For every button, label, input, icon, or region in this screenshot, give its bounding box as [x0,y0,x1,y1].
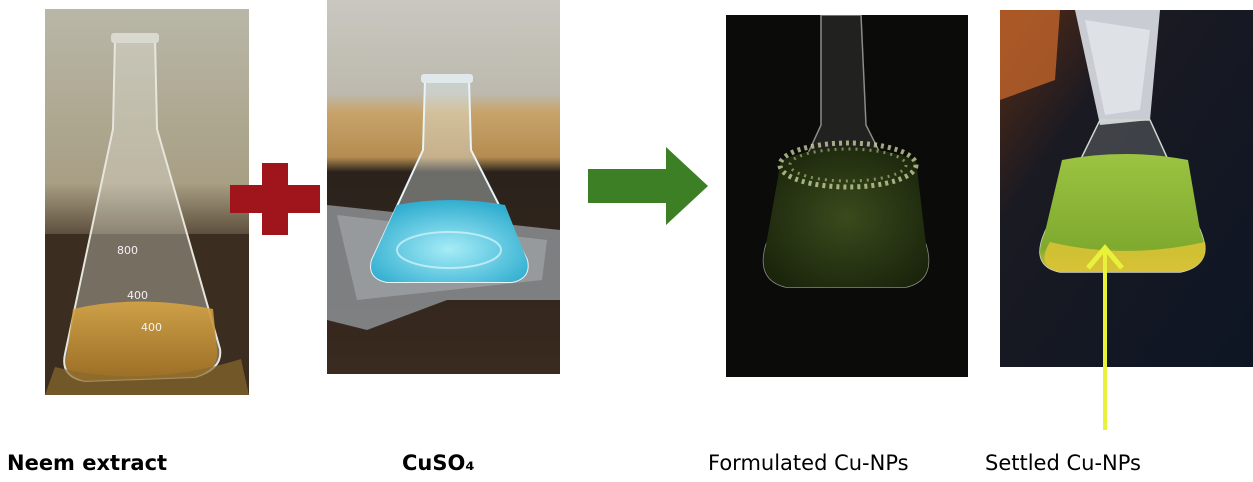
cuso4-photo [327,0,560,374]
up-arrow-icon [1080,238,1130,430]
flask-mark-400b: 400 [141,321,162,334]
right-arrow-icon [588,147,708,225]
settled-cunps-photo [1000,10,1253,367]
formulated-cunps-photo [726,15,968,377]
caption-formulated-cunps: Formulated Cu-NPs [708,451,909,475]
caption-settled-cunps: Settled Cu-NPs [985,451,1141,475]
neem-extract-photo: 800 400 400 [45,9,249,395]
plus-sign-icon [230,163,320,235]
caption-cuso4: CuSO₄ [402,451,475,475]
flask-mark-400a: 400 [127,289,148,302]
flask-mark-800: 800 [117,244,138,257]
caption-neem-extract: Neem extract [7,451,168,475]
